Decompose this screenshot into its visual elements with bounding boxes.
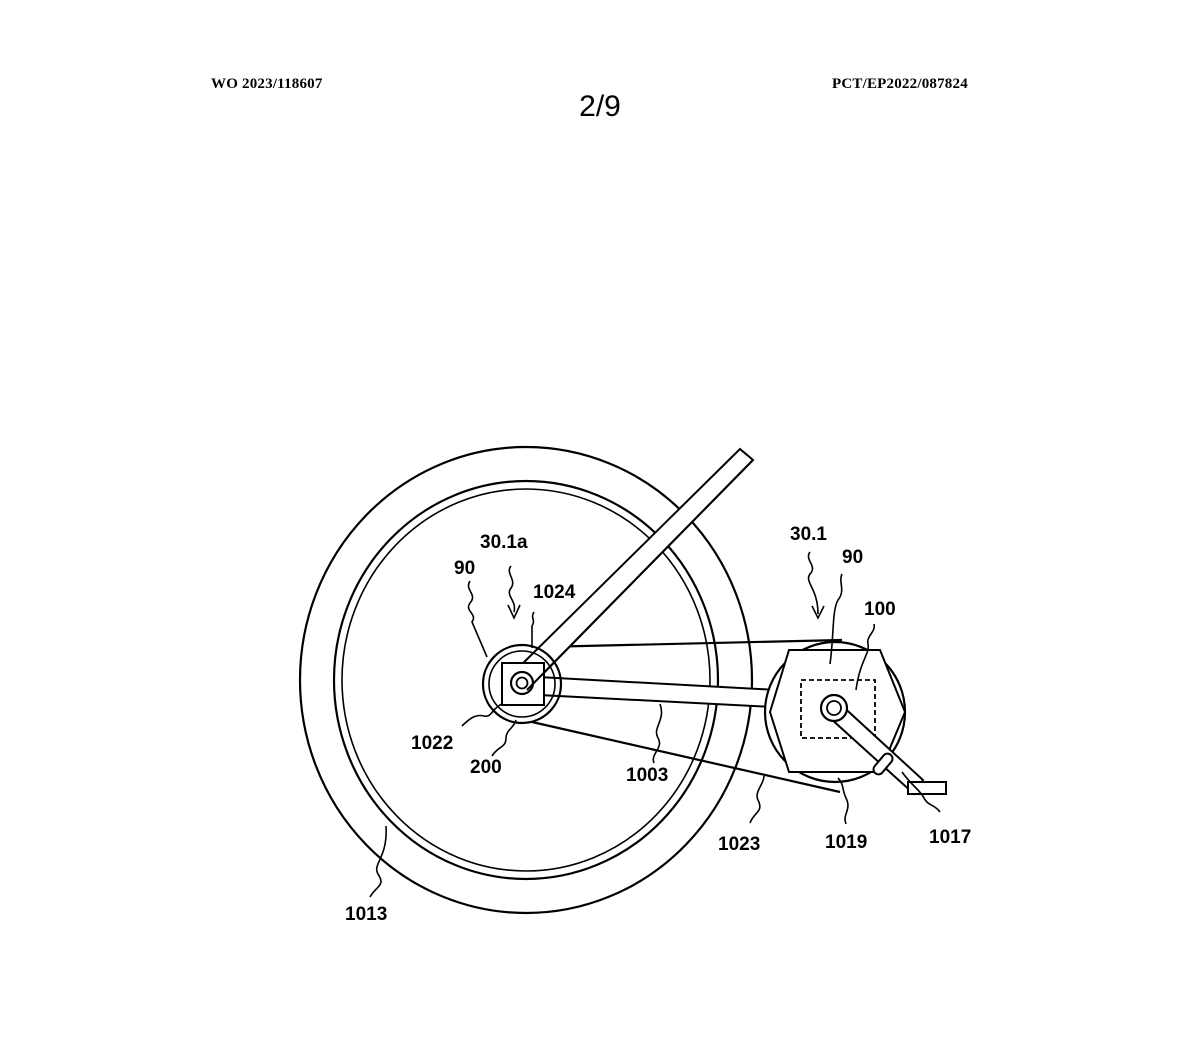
label-1022: 1022	[411, 733, 453, 754]
label-90-right: 90	[842, 547, 863, 568]
leader-100	[855, 623, 876, 691]
hub-axle-inner	[515, 676, 529, 690]
leader-1022	[461, 703, 503, 727]
belt-upper-run	[539, 638, 843, 649]
leader-1013	[369, 825, 387, 898]
crank-slot	[872, 752, 894, 776]
leader-1017	[901, 771, 941, 813]
leader-1023	[749, 775, 765, 824]
leader-30-1a-arrowhead	[507, 604, 521, 620]
frame-seat-stay-edge	[526, 459, 754, 691]
label-1024: 1024	[533, 582, 576, 603]
label-1013: 1013	[345, 904, 387, 925]
hub-ring-outer	[481, 643, 563, 725]
leader-1003	[652, 703, 663, 764]
leader-1019	[837, 777, 849, 825]
sheet-number: 2/9	[579, 90, 621, 123]
label-1017: 1017	[929, 827, 971, 848]
pedal	[907, 781, 947, 795]
wheel-outer-tire	[298, 445, 754, 915]
wheel-inner-rim	[332, 479, 720, 881]
application-number: PCT/EP2022/087824	[832, 76, 968, 92]
leader-200	[491, 719, 517, 757]
leader-1024	[531, 611, 535, 648]
label-90-left: 90	[454, 558, 475, 579]
label-30-1: 30.1	[790, 524, 827, 545]
leader-90-right	[829, 573, 843, 665]
label-1003: 1003	[626, 765, 668, 786]
crank-axle-inner	[826, 700, 842, 716]
wheel-inner-rim-edge	[341, 488, 711, 872]
hub-ring-inner	[488, 650, 556, 718]
label-1019: 1019	[825, 832, 867, 853]
label-100: 100	[864, 599, 896, 620]
label-1023: 1023	[718, 834, 760, 855]
drive-unit-dashed-box	[800, 679, 876, 739]
label-30-1a: 30.1a	[480, 532, 528, 553]
leader-30-1a	[508, 565, 516, 613]
publication-number: WO 2023/118607	[211, 76, 323, 92]
leader-90-left	[467, 580, 488, 658]
leader-30-1	[807, 551, 819, 615]
leader-30-1-arrowhead	[811, 605, 825, 620]
label-200: 200	[470, 757, 502, 778]
belt-lower-run	[531, 720, 841, 794]
